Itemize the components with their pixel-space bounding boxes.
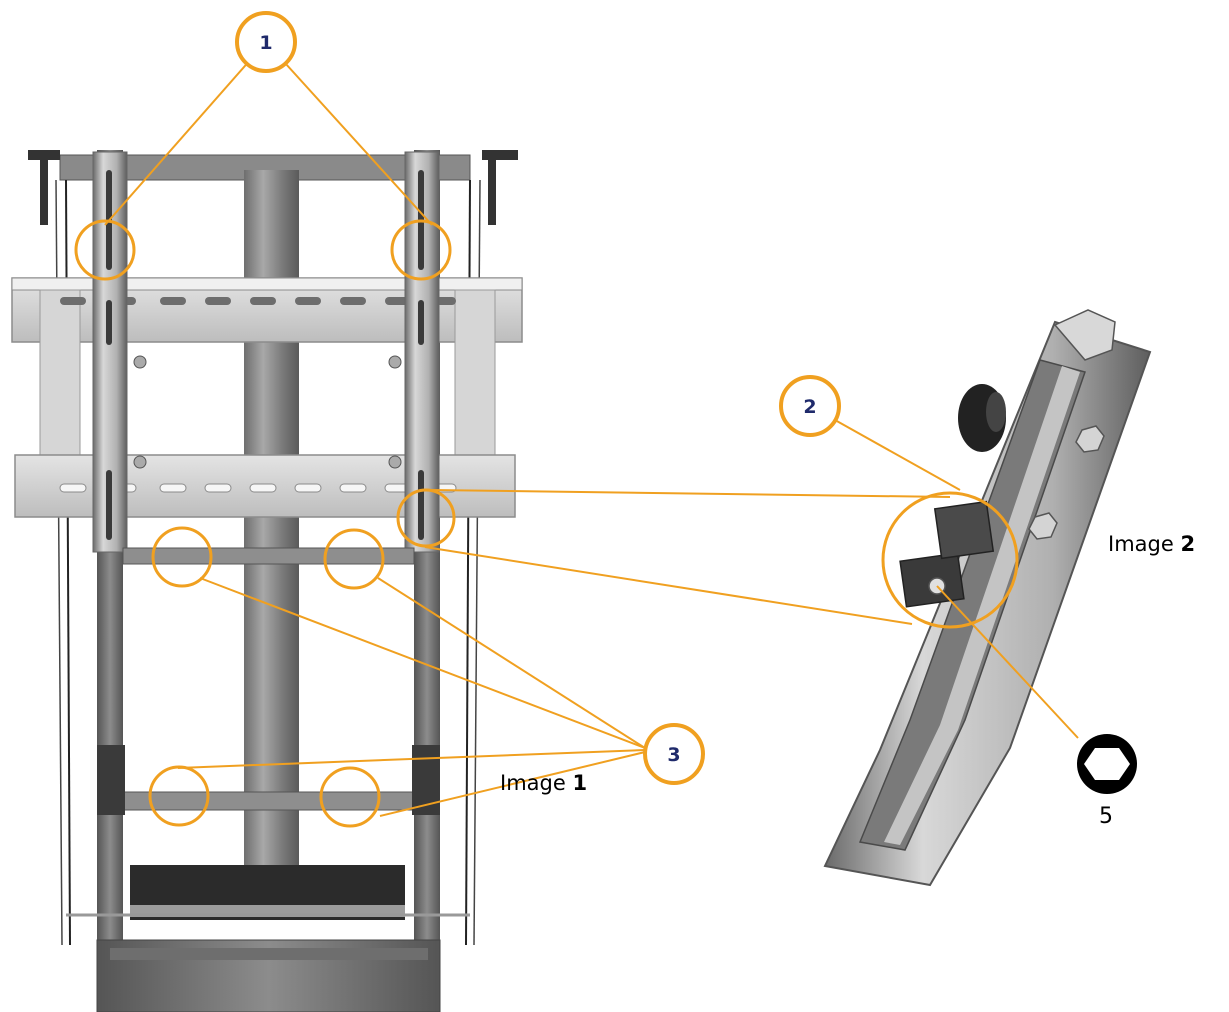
plate-screw-br [388,455,402,469]
plate-screw-tr [388,355,402,369]
callout-badge-2-label: 2 [803,396,816,418]
hex-key-icon: 5 [1077,734,1137,829]
detail-side-bolts [1028,425,1105,540]
crossbar-upper [122,547,415,565]
side-clamp-left [97,745,125,815]
bracket-detail-illustration [823,309,1152,887]
ring-detail-zoom [881,491,1019,629]
wall-plate-upper-flange [11,277,523,291]
caption-image-2: Image 2 [1108,532,1195,556]
callout-badge-1: 1 [235,11,297,73]
plate-screw-tl [133,355,147,369]
plate-screw-bl [133,455,147,469]
ring-bracket-top-left [74,219,136,281]
detail-locking-block-rear [933,500,995,560]
right-top-hook [482,150,518,225]
lift-stand-illustration [11,150,523,1012]
ring-crossbar-upper-left [151,526,213,588]
caption-image-2-number: 2 [1180,532,1195,556]
callout-leaders [104,41,1079,817]
caption-image-1-number: 1 [572,771,587,795]
detail-adjust-knob-cap [986,392,1006,432]
caption-image-2-prefix: Image [1108,532,1180,556]
caption-image-1: Image 1 [500,771,587,795]
ring-bracket-top-right [390,219,452,281]
ring-crossbar-lower-right [319,766,381,828]
wall-plate-right-panel [454,289,496,461]
detail-top-latch [1053,309,1116,361]
ring-bracket-lock [396,488,456,548]
wall-plate-left-panel [39,289,81,461]
left-top-hook [28,150,60,225]
callout-rings [74,219,1019,828]
base-housing-top [110,948,428,960]
hex-key-size: 5 [1099,804,1113,829]
caption-image-1-prefix: Image [500,771,572,795]
callout-badge-3: 3 [643,723,705,785]
ring-crossbar-upper-right [323,528,385,590]
callout-badge-3-label: 3 [667,744,680,766]
callout-badge-1-label: 1 [259,32,272,54]
ring-crossbar-lower-left [148,765,210,827]
callout-badge-2: 2 [779,375,841,437]
crossbar-lower [122,791,415,811]
detail-bracket-inner-face [884,366,1080,845]
